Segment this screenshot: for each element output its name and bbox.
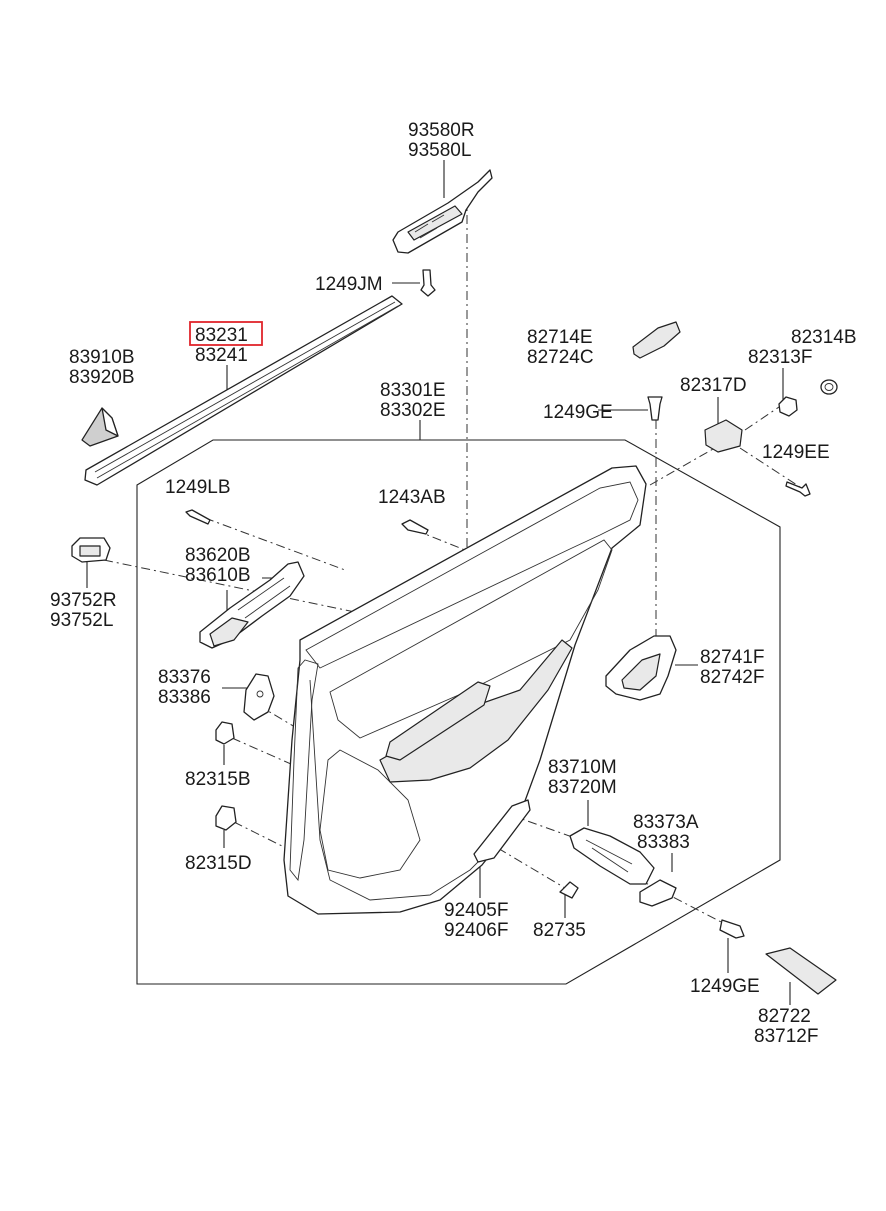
label-leaders <box>86 160 791 1005</box>
delta-cover <box>81 407 119 447</box>
label-93752l: 93752L <box>50 610 113 631</box>
label-82313f: 82313F <box>748 347 812 368</box>
label-1243ab: 1243AB <box>378 487 446 508</box>
label-93752r: 93752R <box>50 590 117 611</box>
inside-handle-left <box>199 561 305 649</box>
screw-1249ee <box>785 481 811 497</box>
bracket-83376 <box>243 673 275 721</box>
label-83383: 83383 <box>637 832 690 853</box>
power-window-switch <box>392 169 493 254</box>
label-93580r: 93580R <box>408 120 475 141</box>
pad-82722 <box>765 947 837 995</box>
belt-weatherstrip <box>84 295 403 486</box>
part-labels: 93580R 93580L 1249JM 83231 83241 83910B … <box>50 120 857 1047</box>
bracket-83373a <box>639 879 677 907</box>
pull-handle-bezel <box>569 827 655 885</box>
label-82735: 82735 <box>533 920 586 941</box>
inside-handle-right <box>605 635 677 701</box>
label-1249jm: 1249JM <box>315 274 383 295</box>
highlight-box-83231 <box>189 321 263 346</box>
label-83712f: 83712F <box>754 1026 818 1047</box>
label-83710m: 83710M <box>548 757 617 778</box>
label-83910b: 83910B <box>69 347 135 368</box>
screw-1243ab <box>401 519 429 535</box>
label-82317d: 82317D <box>680 375 747 396</box>
clip-82315d <box>215 805 237 831</box>
label-83373a: 83373A <box>633 812 699 833</box>
label-82741f: 82741F <box>700 647 764 668</box>
label-82724c: 82724C <box>527 347 594 368</box>
clip-82315b <box>215 721 235 745</box>
assembly-outline <box>136 439 781 985</box>
switch-93752 <box>71 537 111 563</box>
fastener-82313f <box>778 396 798 417</box>
screw-1249lb <box>185 509 211 525</box>
label-1249ge-bottom: 1249GE <box>690 976 760 997</box>
label-1249ge-top: 1249GE <box>543 402 613 423</box>
label-1249ee: 1249EE <box>762 442 830 463</box>
label-93580l: 93580L <box>408 140 471 161</box>
label-83720m: 83720M <box>548 777 617 798</box>
courtesy-lamp <box>473 799 531 863</box>
bracket-82317d <box>704 419 743 453</box>
label-82714e: 82714E <box>527 327 593 348</box>
label-82742f: 82742F <box>700 667 764 688</box>
label-83301e: 83301E <box>380 380 446 401</box>
door-trim-panel <box>283 465 647 915</box>
label-83241: 83241 <box>195 345 248 366</box>
cap-82735 <box>559 881 579 899</box>
label-83920b: 83920B <box>69 367 135 388</box>
label-82315b: 82315B <box>185 769 251 790</box>
label-83610b: 83610B <box>185 565 251 586</box>
label-83620b: 83620B <box>185 545 251 566</box>
screw-1249jm <box>420 269 436 297</box>
label-83302e: 83302E <box>380 400 446 421</box>
clip-82314b <box>820 379 838 395</box>
screw-1249ge-top <box>647 396 663 421</box>
label-83376: 83376 <box>158 667 211 688</box>
label-92405f: 92405F <box>444 900 508 921</box>
label-83386: 83386 <box>158 687 211 708</box>
label-83231: 83231 <box>195 325 248 346</box>
label-1249lb: 1249LB <box>165 477 231 498</box>
armrest-pad <box>632 321 681 359</box>
label-82315d: 82315D <box>185 853 252 874</box>
label-92406f: 92406F <box>444 920 508 941</box>
label-82314b: 82314B <box>791 327 857 348</box>
screw-1249ge-bottom <box>719 919 745 939</box>
label-82722: 82722 <box>758 1006 811 1027</box>
